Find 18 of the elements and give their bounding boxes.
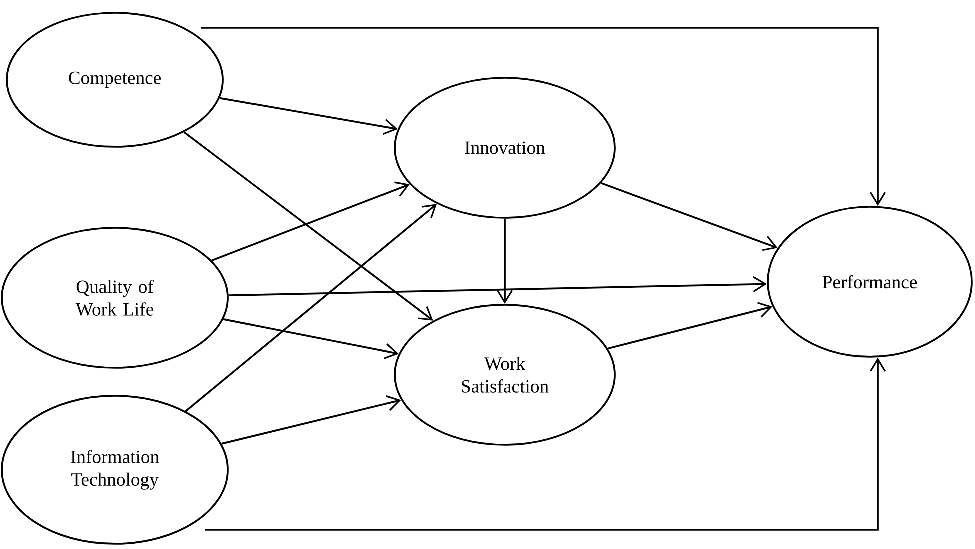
arrow xyxy=(205,358,886,531)
arrow xyxy=(201,27,886,206)
ellipse-node: Performance xyxy=(767,206,973,358)
arrow xyxy=(212,182,410,262)
ellipse-node: Information Technology xyxy=(1,395,229,545)
arrow xyxy=(608,302,773,350)
arrow xyxy=(220,97,398,135)
ellipse-node: Innovation xyxy=(394,77,616,219)
ellipse-node: Work Satisfaction xyxy=(394,304,616,446)
arrow xyxy=(600,182,778,252)
arrow xyxy=(184,132,434,321)
arrow xyxy=(223,318,399,360)
arrow xyxy=(185,204,438,412)
ellipse-node: Quality of Work Life xyxy=(1,227,229,369)
arrow xyxy=(228,276,768,297)
arrow xyxy=(496,218,514,304)
ellipse-node: Competence xyxy=(6,12,224,148)
arrow xyxy=(222,396,402,445)
